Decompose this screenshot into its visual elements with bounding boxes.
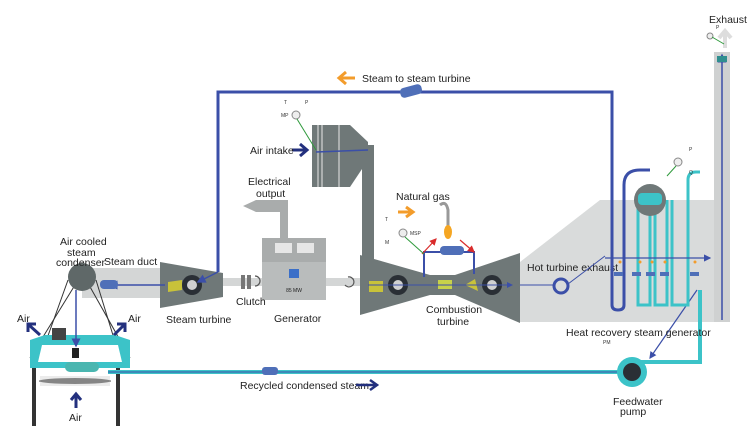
air-intake-arrow-icon bbox=[292, 142, 310, 158]
air-right-arrow-icon bbox=[112, 322, 127, 337]
exhaust-label: Exhaust bbox=[709, 14, 747, 26]
air-left-label: Air bbox=[17, 313, 30, 325]
air-intake-label: Air intake bbox=[250, 145, 294, 157]
hrsg-label: Heat recovery steam generator bbox=[566, 327, 711, 339]
hrsg-tube-bundles bbox=[610, 168, 700, 312]
feedwater-pump-label-1: Feedwater bbox=[613, 396, 663, 408]
fuel-manifold bbox=[440, 246, 464, 255]
sensor-label: MSP bbox=[410, 231, 422, 237]
sensor-label: PM bbox=[603, 340, 611, 346]
feedwater-pump-label-2: pump bbox=[620, 406, 646, 418]
intake-gauge-icon bbox=[291, 110, 301, 120]
hot-turbine-exhaust-label: Hot turbine exhaust bbox=[527, 262, 618, 274]
air-left-arrow-icon bbox=[26, 322, 42, 337]
generator-label: Generator bbox=[274, 313, 322, 325]
gas-burner-icon bbox=[439, 201, 450, 230]
flame-icon bbox=[444, 225, 452, 239]
condenser-label-1: Air cooled bbox=[60, 236, 107, 248]
hrsg-valves bbox=[614, 272, 699, 276]
sensor-label: P bbox=[305, 100, 309, 106]
exhaust-damper-icon bbox=[552, 277, 570, 295]
stack-damper bbox=[717, 56, 727, 62]
natural-gas-arrow-icon bbox=[398, 205, 416, 219]
electrical-output-label-2: output bbox=[256, 188, 285, 200]
steam-flow-arrow-icon bbox=[336, 70, 355, 86]
sensor-label: T bbox=[284, 100, 287, 106]
exhaust-arrow-icon bbox=[717, 27, 733, 48]
condensate-tank bbox=[65, 362, 99, 372]
condenser-header bbox=[68, 263, 96, 291]
air-bottom-label: Air bbox=[69, 412, 82, 424]
condenser-label-3: condenser bbox=[56, 257, 106, 269]
steam-to-steam-turbine-label: Steam to steam turbine bbox=[362, 73, 471, 85]
recycled-condensed-steam-label: Recycled condensed steam bbox=[240, 380, 369, 392]
generator-monitor-icon bbox=[289, 269, 299, 278]
air-right-label: Air bbox=[128, 313, 141, 325]
clutch bbox=[241, 275, 245, 289]
sensor-label: Q bbox=[689, 170, 693, 176]
steam-duct-valve bbox=[100, 280, 118, 289]
condensate-valve bbox=[262, 367, 278, 375]
exhaust-gauge-icon bbox=[706, 32, 714, 40]
sensor-label: P bbox=[716, 25, 720, 31]
steam-turbine-label: Steam turbine bbox=[166, 314, 232, 326]
drum-gauge-icon bbox=[673, 157, 683, 167]
gas-gauge-icon bbox=[398, 228, 408, 238]
air-duct bbox=[362, 145, 374, 280]
combustion-turbine-label-1: Combustion bbox=[426, 304, 482, 316]
natural-gas-label: Natural gas bbox=[396, 191, 450, 203]
rotation-icon bbox=[344, 276, 355, 288]
sensor-label: M bbox=[385, 240, 389, 246]
air-bottom-arrow-icon bbox=[69, 391, 83, 408]
sensor-label: MP bbox=[281, 113, 289, 119]
clutch-rotation-icon bbox=[254, 275, 261, 287]
steam-duct-label: Steam duct bbox=[104, 256, 157, 268]
generator-output-value: 85 MW bbox=[286, 288, 302, 294]
recycled-flow-arrow-icon bbox=[356, 378, 380, 392]
steam-valve bbox=[399, 84, 423, 98]
condenser-control-box bbox=[52, 328, 66, 340]
sensor-label: P bbox=[689, 147, 693, 153]
electrical-output-label-1: Electrical bbox=[248, 176, 291, 188]
sensor-label: T bbox=[385, 217, 388, 223]
condenser-label-2: steam bbox=[67, 247, 96, 259]
clutch-label: Clutch bbox=[236, 296, 266, 308]
combustion-turbine-label-2: turbine bbox=[437, 316, 469, 328]
electrical-output-arrow-icon bbox=[243, 200, 288, 212]
feedwater-pipe bbox=[640, 290, 702, 364]
